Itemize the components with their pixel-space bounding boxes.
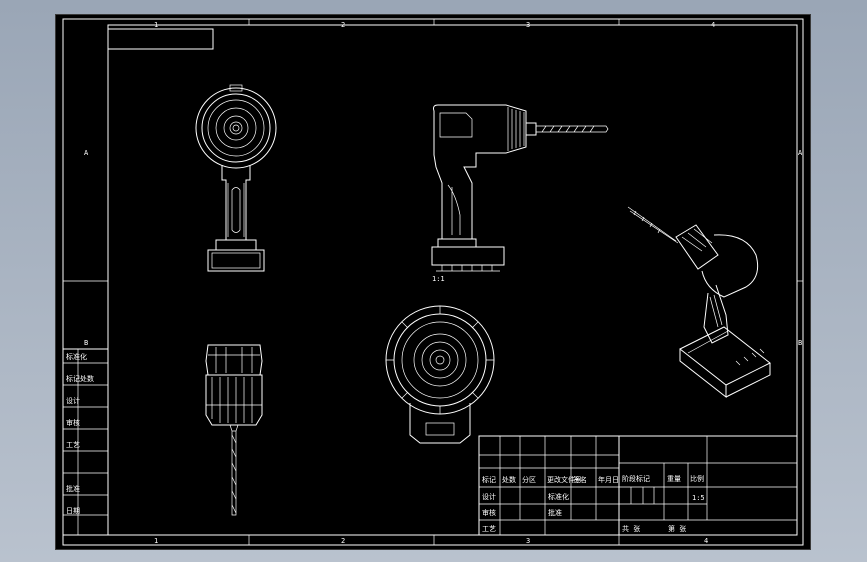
left-table-cell-6: 批准 [66,484,80,493]
zone-bottom-1: 1 [154,537,158,545]
zone-right-a: A [798,149,803,157]
left-table-cell-4: 审核 [66,418,80,427]
tb-cell-date: 年月日 [598,475,619,484]
zone-left-b: B [84,339,88,347]
rear-view [385,305,495,444]
tb-scale-label: 比例 [690,474,704,483]
tb-scale-value: 1:5 [692,494,705,502]
tb-cell-mark: 标记 [482,475,496,484]
left-table-cell-1: 标准化 [66,352,87,361]
side-view-drill: 1:1 [431,104,609,283]
side-view-scale-label: 1:1 [432,275,445,283]
tb-cell-sign: 签名 [573,475,587,484]
tb-std: 标准化 [548,492,569,501]
isometric-view-drill [627,206,771,399]
tb-process: 工艺 [482,525,496,533]
left-table-cell-2: 标记处数 [66,374,94,383]
zone-top-4: 4 [711,21,715,29]
tb-cell-zone: 分区 [522,475,536,484]
left-side-table: 标准化 标记处数 设计 审核 工艺 批准 日期 [62,348,109,536]
left-table-cell-5: 工艺 [66,441,80,449]
zone-left-a: A [84,149,89,157]
tb-approve: 批准 [548,508,562,517]
tb-design: 设计 [482,492,496,501]
zone-bottom-3: 3 [526,537,530,545]
tb-review: 审核 [482,508,496,517]
tb-weight-label: 重量 [667,475,681,483]
zone-top-3: 3 [526,21,530,29]
tb-cell-change: 更改文件号 [547,475,582,484]
tb-sheet-no: 第 张 [668,524,686,533]
zone-top-2: 2 [341,21,345,29]
tb-cell-count: 处数 [502,475,516,484]
zone-bottom-4: 4 [704,537,708,545]
title-block: 标记 处数 分区 更改文件号 签名 年月日 设计 标准化 审核 批准 工艺 阶段… [478,435,798,536]
sheet-inner-frame [107,24,798,536]
front-view-drill [195,84,277,272]
chuck-view [205,344,263,516]
sheet-outer-border [62,18,804,546]
left-table-cell-7: 日期 [66,507,80,515]
tb-sheet-label: 阶段标记 [622,474,650,483]
zone-bottom-2: 2 [341,537,345,545]
cad-viewport[interactable]: 1 2 3 4 1 2 3 4 A B A B 标准化 标记处数 设计 审核 工… [55,14,811,550]
zone-top-1: 1 [154,21,158,29]
tb-sheets: 共 张 [622,524,640,533]
corner-box [107,28,214,50]
zone-right-b: B [798,339,802,347]
drawing-sheet: 1 2 3 4 1 2 3 4 A B A B 标准化 标记处数 设计 审核 工… [62,18,804,546]
left-table-cell-3: 设计 [66,396,80,405]
